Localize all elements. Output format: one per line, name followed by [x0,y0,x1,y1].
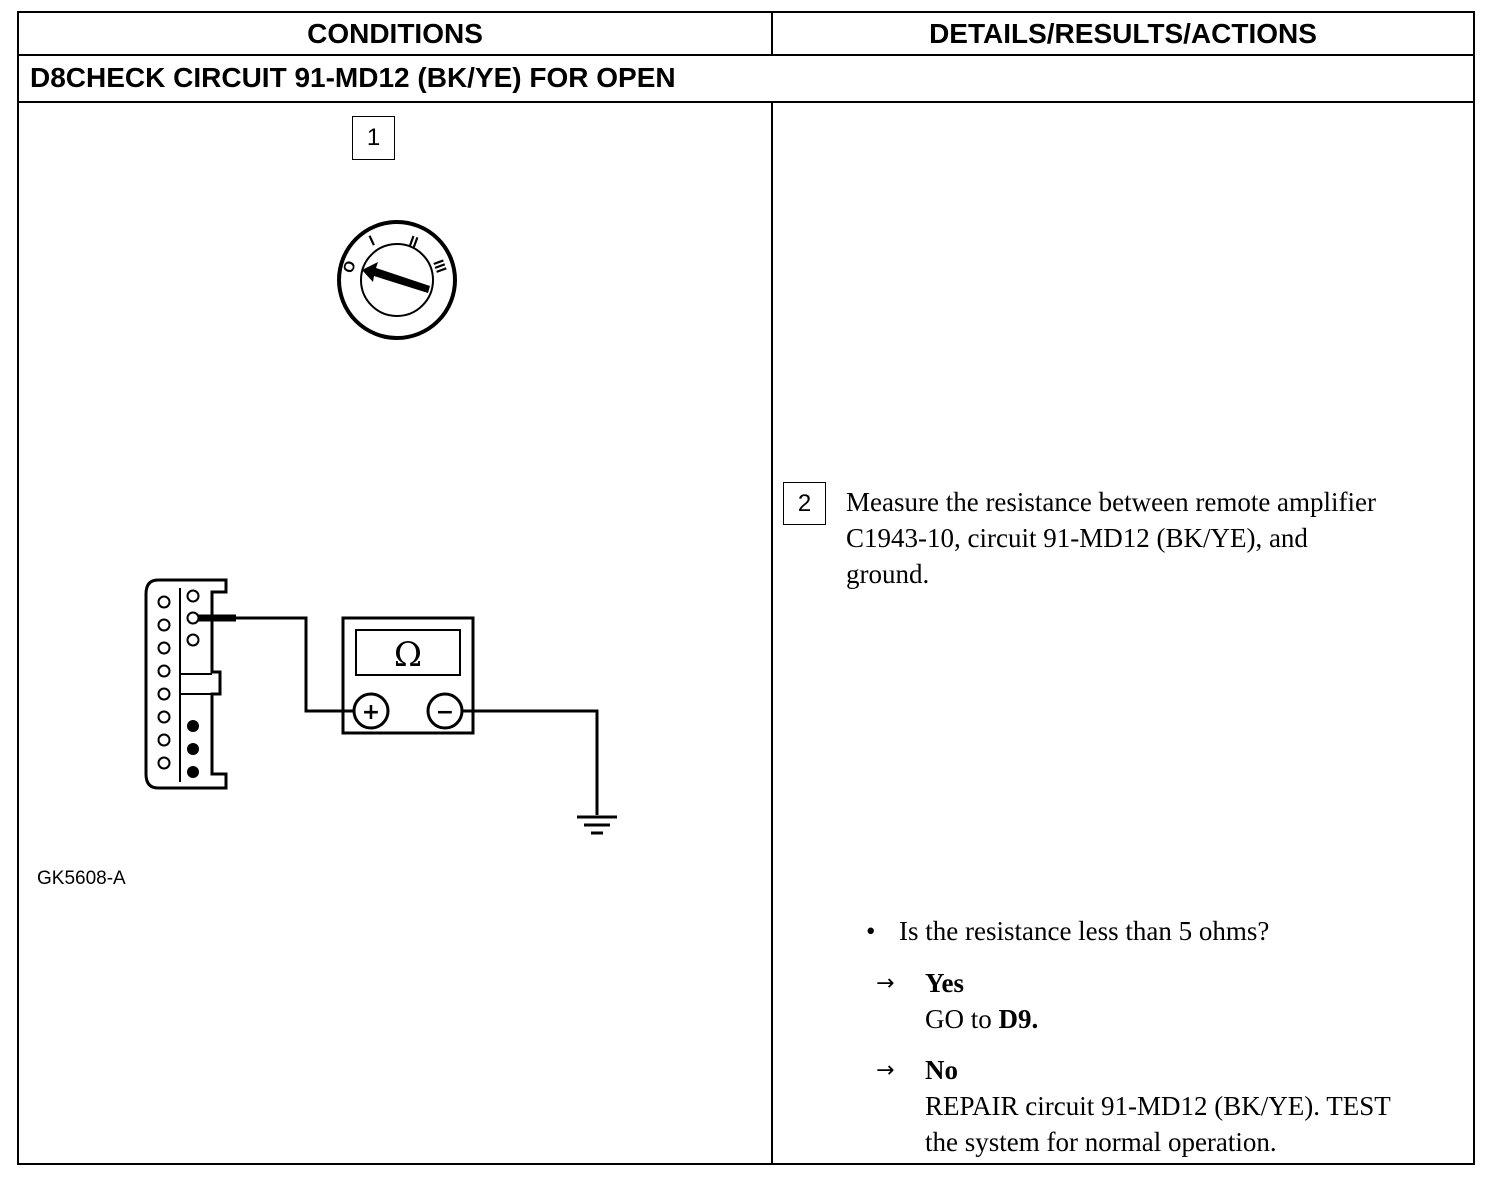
yes-label: Yes [925,968,964,998]
arrow-right-icon: → [876,971,895,996]
ignition-position-1: I [367,232,378,249]
step-title-text: CHECK CIRCUIT 91-MD12 (BK/YE) FOR OPEN [65,62,676,93]
step2-number-box: 2 [783,482,826,525]
yes-action-target: D9. [998,1004,1039,1034]
bullet-icon: • [866,916,876,946]
ohmmeter-icon: Ω + − [341,616,475,735]
step-id: D8 [30,62,66,93]
step2-line-3: ground. [846,559,930,589]
test-leads [198,614,599,815]
step2-line-2: C1943-10, circuit 91-MD12 (BK/YE), and [846,523,1308,553]
procedure-table [17,11,1475,1165]
connector-icon [144,578,228,790]
title-divider [17,101,1475,103]
yes-branch: Yes GO to D9. [925,965,1038,1037]
arrow-right-icon: → [876,1058,895,1083]
step2-line-1: Measure the resistance between remote am… [846,487,1377,517]
no-label: No [925,1055,958,1085]
ignition-position-2: II [407,233,421,252]
body-column-divider [771,101,773,1165]
no-action-line-2: the system for normal operation. [925,1127,1277,1157]
ignition-switch-icon: O I II III [337,220,457,340]
ground-symbol-icon [577,815,617,835]
figure-id: GK5608-A [37,868,126,889]
meter-plus-label: + [362,700,380,725]
ignition-position-3: III [429,258,449,276]
header-column-divider [771,11,773,55]
yes-action-prefix: GO to [925,1004,999,1034]
details-header: DETAILS/RESULTS/ACTIONS [929,18,1317,49]
question-text: Is the resistance less than 5 ohms? [899,916,1270,946]
ignition-position-0: O [340,258,360,275]
step2-instruction: Measure the resistance between remote am… [846,484,1466,592]
conditions-header: CONDITIONS [307,18,483,49]
no-branch: No REPAIR circuit 91-MD12 (BK/YE). TEST … [925,1052,1391,1160]
meter-symbol: Ω [394,635,422,675]
step-title: D8 CHECK CIRCUIT 91-MD12 (BK/YE) FOR OPE… [30,58,676,98]
no-action-line-1: REPAIR circuit 91-MD12 (BK/YE). TEST [925,1091,1391,1121]
meter-minus-label: − [436,700,454,725]
header-divider [17,54,1475,56]
step1-number-box: 1 [352,116,395,160]
